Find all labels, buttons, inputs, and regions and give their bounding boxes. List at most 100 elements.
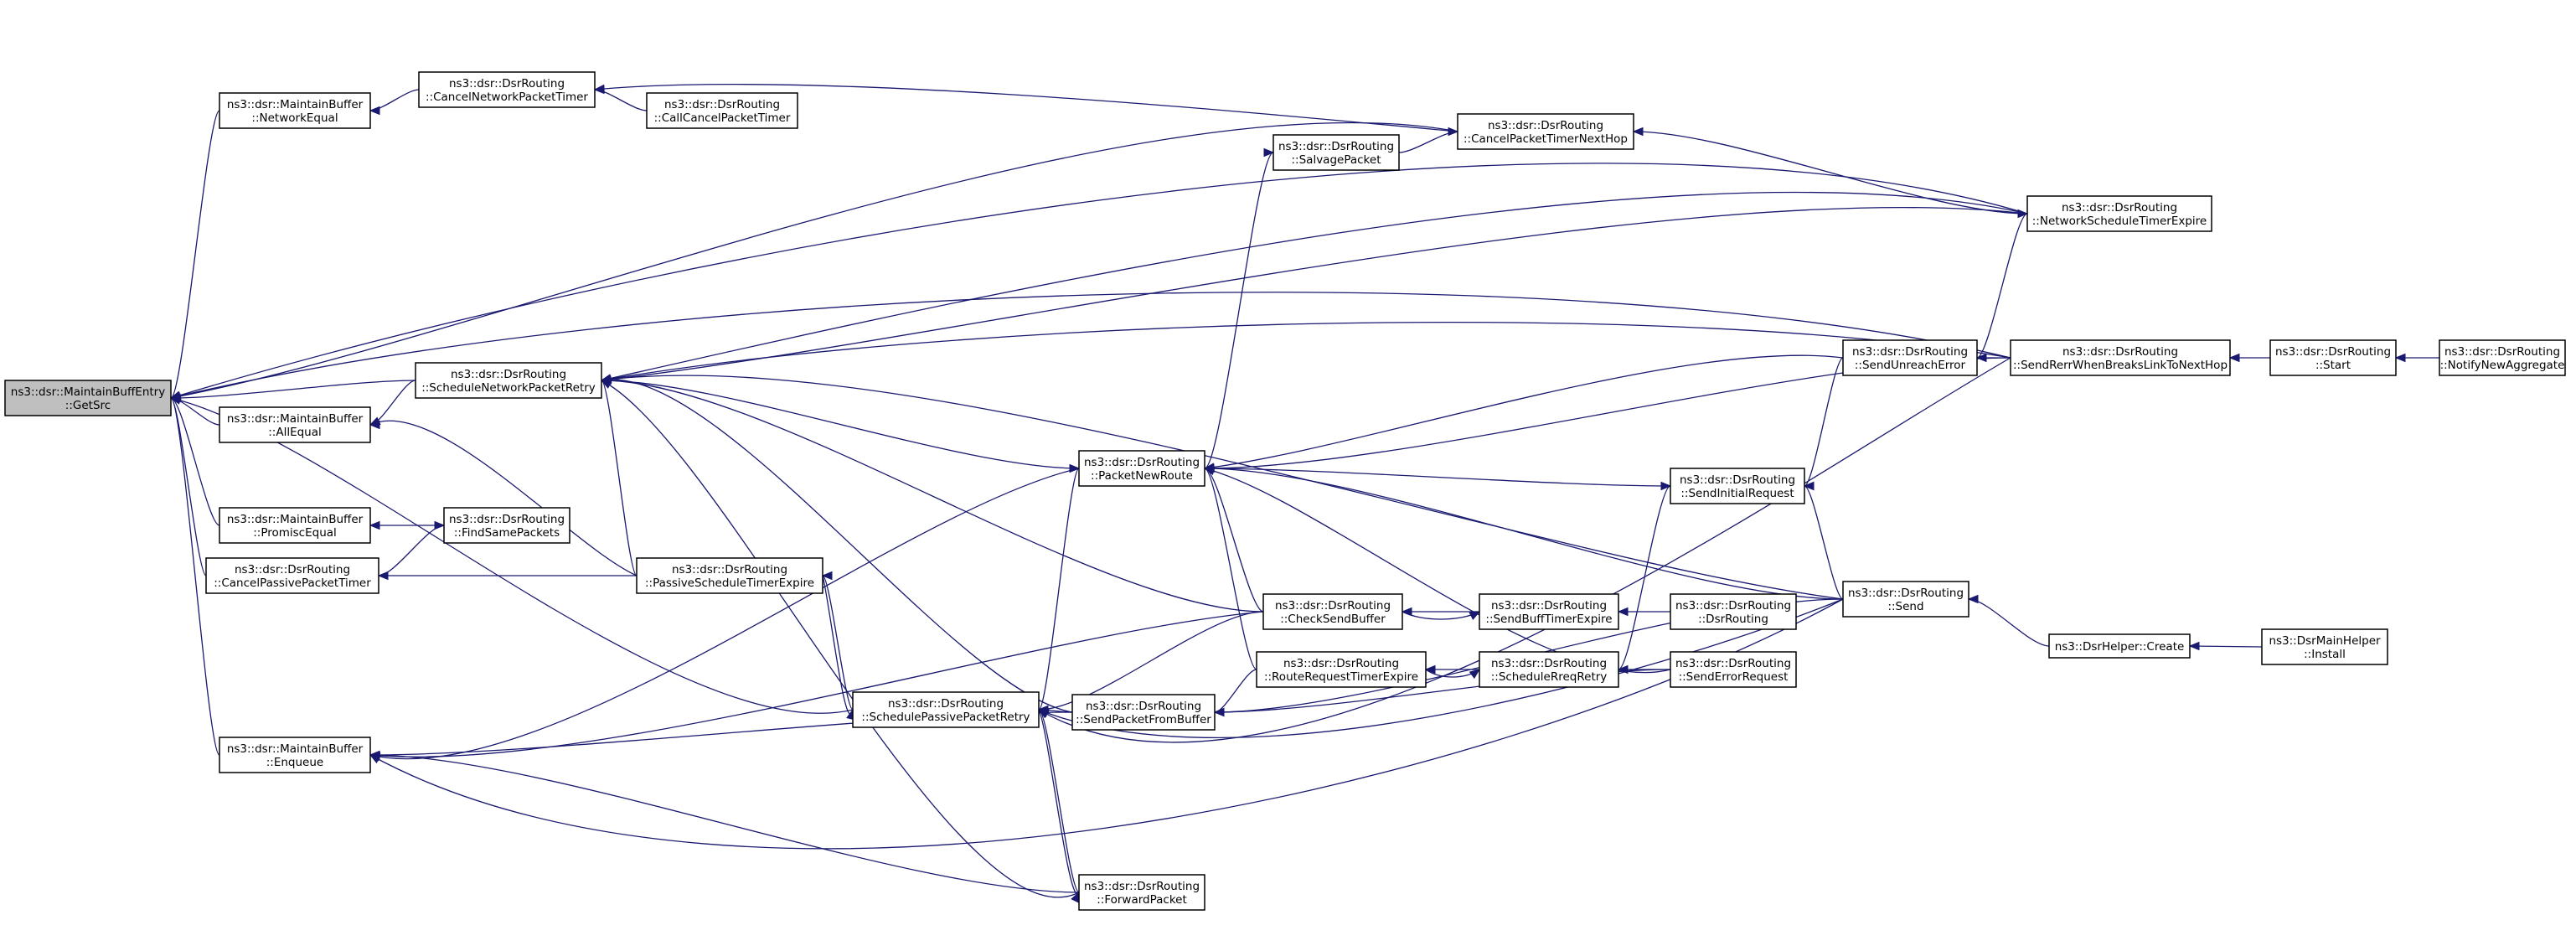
node-label: ::GetSrc [65, 399, 111, 412]
call-edge [1425, 669, 1481, 680]
edge-line [170, 292, 2011, 399]
node-label: ns3::dsr::DsrRouting [2062, 345, 2178, 359]
node-routerequesttimerexpire[interactable]: ns3::dsr::DsrRouting::RouteRequestTimerE… [1256, 651, 1427, 688]
node-label: ::SendBuffTimerExpire [1485, 613, 1612, 626]
node-sendbufftimerexpire[interactable]: ns3::dsr::DsrRouting::SendBuffTimerExpir… [1479, 593, 1619, 630]
call-edge [169, 121, 1458, 401]
node-label: ::SendPacketFromBuffer [1076, 713, 1211, 726]
node-networkscheduletimerexpire[interactable]: ns3::dsr::DsrRouting::NetworkScheduleTim… [2026, 195, 2212, 232]
node-label: ::SendInitialRequest [1680, 487, 1794, 500]
arrowhead-icon [2228, 353, 2240, 363]
node-salvagepacket[interactable]: ns3::dsr::DsrRouting::SalvagePacket [1273, 134, 1400, 171]
edge-line [1976, 213, 2028, 359]
edge-line [170, 397, 220, 526]
node-box [1670, 593, 1797, 630]
node-senderrorrequest[interactable]: ns3::dsr::DsrRouting::SendErrorRequest [1670, 651, 1797, 688]
call-edge [1618, 481, 1672, 670]
node-box [852, 691, 1040, 728]
node-schedulepassivepacketretry[interactable]: ns3::dsr::DsrRouting::SchedulePassivePac… [852, 691, 1040, 728]
node-schedulenetworkpacketretry[interactable]: ns3::dsr::DsrRouting::ScheduleNetworkPac… [415, 362, 602, 399]
node-label: ::ScheduleRreqRetry [1491, 670, 1608, 684]
node-send[interactable]: ns3::dsr::DsrRouting::Send [1842, 581, 1969, 618]
node-callcancelpackettimer[interactable]: ns3::dsr::DsrRouting::CallCancelPacketTi… [646, 92, 798, 129]
node-mb-allequal[interactable]: ns3::dsr::MaintainBuffer::AllEqual [219, 406, 371, 443]
node-cancelpassivepackettimer[interactable]: ns3::dsr::DsrRouting::CancelPassivePacke… [205, 557, 379, 594]
node-box [1262, 593, 1403, 630]
node-label: ns3::dsr::DsrRouting [1491, 599, 1607, 613]
call-edge [600, 375, 1844, 600]
node-box [443, 507, 570, 544]
edge-line [1804, 357, 1844, 487]
node-dsrhelper-create[interactable]: ns3::DsrHelper::Create [2048, 633, 2191, 659]
arrowhead-icon [1069, 463, 1081, 473]
arrowhead-icon [821, 571, 833, 581]
node-dsrrouting-ctor[interactable]: ns3::dsr::DsrRouting::DsrRouting [1670, 593, 1797, 630]
node-checksendbuffer[interactable]: ns3::dsr::DsrRouting::CheckSendBuffer [1262, 593, 1403, 630]
edge-line [1038, 357, 2011, 743]
edge-line [601, 321, 2011, 381]
edge-line [369, 468, 1080, 760]
call-edge [1203, 463, 1257, 670]
edge-line [601, 380, 638, 576]
node-mb-promiscequal[interactable]: ns3::dsr::MaintainBuffer::PromiscEqual [219, 507, 371, 544]
node-label: ns3::dsr::DsrRouting [888, 697, 1004, 711]
node-root[interactable]: ns3::dsr::MaintainBuffEntry::GetSrc [4, 380, 172, 416]
node-label: ::NetworkScheduleTimerExpire [2032, 215, 2207, 228]
node-sendinitialrequest[interactable]: ns3::dsr::DsrRouting::SendInitialRequest [1670, 468, 1805, 504]
node-label: ::CancelNetworkPacketTimer [426, 90, 588, 104]
edge-line [170, 121, 1458, 399]
node-findsamepackets[interactable]: ns3::dsr::DsrRouting::FindSamePackets [443, 507, 570, 544]
node-sendpacketfrombuffer[interactable]: ns3::dsr::DsrRouting::SendPacketFromBuff… [1071, 694, 1216, 731]
call-edge [1632, 127, 2028, 215]
call-edge [1204, 147, 1275, 469]
node-sendunreacherror[interactable]: ns3::dsr::DsrRouting::SendUnreachError [1842, 339, 1978, 376]
node-label: ns3::dsr::DsrRouting [1278, 140, 1394, 153]
call-edge [2394, 353, 2439, 363]
node-label: ns3::dsr::DsrRouting [235, 563, 350, 576]
call-edge [1424, 664, 1480, 675]
edge-line [170, 397, 207, 576]
call-edge [369, 750, 1080, 893]
arrowhead-icon [600, 375, 612, 384]
call-edge [600, 375, 1080, 469]
node-mb-enqueue[interactable]: ns3::dsr::MaintainBuffer::Enqueue [219, 737, 371, 773]
node-box [646, 92, 798, 129]
edge-line [1038, 598, 1844, 739]
node-mb-networkequal[interactable]: ns3::dsr::MaintainBuffer::NetworkEqual [219, 92, 371, 129]
call-edge [600, 380, 1080, 898]
arrowhead-icon [1424, 664, 1436, 675]
arrowhead-icon [1213, 707, 1225, 717]
node-label: ::NotifyNewAggregate [2440, 359, 2565, 372]
node-cancelpackettimernexthop[interactable]: ns3::dsr::DsrRouting::CancelPacketTimerN… [1457, 113, 1634, 150]
edge-line [601, 191, 2028, 381]
edge-line [170, 397, 220, 756]
node-label: ns3::dsr::DsrRouting [2062, 201, 2177, 215]
node-start[interactable]: ns3::dsr::DsrRouting::Start [2269, 339, 2397, 376]
call-edge [369, 611, 1264, 761]
node-cancelnetworkpackettimer[interactable]: ns3::dsr::DsrRouting::CancelNetworkPacke… [418, 71, 596, 108]
edge-line [1633, 131, 2028, 215]
edge-line [601, 375, 1844, 600]
node-sendrerrwhenbreakslinktonexthop[interactable]: ns3::dsr::DsrRouting::SendRerrWhenBreaks… [2010, 339, 2231, 376]
node-box [1078, 450, 1205, 487]
node-notifynewaggregate[interactable]: ns3::dsr::DsrRouting::NotifyNewAggregate [2439, 339, 2566, 376]
edge-line [1968, 598, 2050, 647]
node-box [219, 507, 371, 544]
node-label: ns3::dsr::MaintainBuffEntry [11, 385, 165, 399]
call-edge [1203, 463, 1844, 600]
node-forwardpacket[interactable]: ns3::dsr::DsrRouting::ForwardPacket [1078, 874, 1205, 911]
node-label: ::PassiveScheduleTimerExpire [645, 576, 814, 590]
node-packetnewroute[interactable]: ns3::dsr::DsrRouting::PacketNewRoute [1078, 450, 1205, 487]
edge-line [1038, 709, 1080, 893]
node-label: ns3::dsr::DsrRouting [1852, 345, 1968, 359]
node-box [219, 92, 371, 129]
node-label: ::CheckSendBuffer [1280, 613, 1386, 626]
nodes-layer: ns3::dsr::MaintainBuffEntry::GetSrcns3::… [4, 71, 2566, 911]
node-schedulereqretry[interactable]: ns3::dsr::DsrRouting::ScheduleRreqRetry [1479, 651, 1619, 688]
edge-line [1204, 468, 1671, 487]
node-passivescheduletimerexpire[interactable]: ns3::dsr::DsrRouting::PassiveScheduleTim… [636, 557, 823, 594]
arrowhead-icon [2017, 209, 2029, 219]
node-label: ns3::dsr::DsrRouting [1275, 599, 1391, 613]
node-dsrmainhelper-install[interactable]: ns3::DsrMainHelper::Install [2261, 628, 2388, 665]
